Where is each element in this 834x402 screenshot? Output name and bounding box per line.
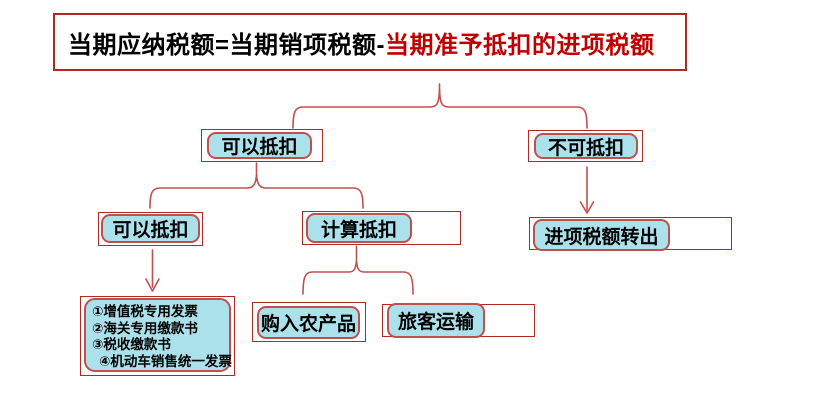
formula-black-text: 当期应纳税额=当期销项税额- (68, 31, 386, 59)
node-input-tax-transfer-out: 进项税额转出 (533, 219, 670, 251)
invoice-list-item-3: ③税收缴款书 (92, 337, 171, 352)
node-input-tax-transfer-out-label: 进项税额转出 (544, 226, 659, 248)
node-non-deductible-label: 不可抵扣 (547, 137, 624, 159)
non-deductible-frame (528, 130, 643, 162)
node-calculated-deduction: 计算抵扣 (306, 213, 412, 243)
node-invoice-list: ①增值税专用发票 ②海关专用缴款书 ③税收缴款书 ④机动车销售统一发票 (84, 298, 232, 372)
node-calculated-deduction-label: 计算抵扣 (320, 219, 397, 241)
formula-title-box: 当期应纳税额=当期销项税额-当期准予抵扣的进项税额 (53, 13, 687, 71)
node-agricultural-purchase: 购入农产品 (257, 306, 360, 339)
invoice-list-frame (80, 296, 235, 376)
deductible-top-frame (201, 129, 323, 162)
invoice-list-item-2: ②海关专用缴款书 (92, 320, 198, 336)
node-passenger-transport: 旅客运输 (387, 303, 485, 338)
node-deductible-direct: 可以抵扣 (101, 214, 200, 243)
node-deductible-top: 可以抵扣 (207, 132, 312, 159)
deductible-direct-frame (98, 212, 203, 246)
node-agricultural-purchase-label: 购入农产品 (260, 314, 356, 335)
invoice-list-item-4: ④机动车销售统一发票 (99, 353, 232, 369)
node-non-deductible: 不可抵扣 (534, 133, 638, 159)
node-passenger-transport-label: 旅客运输 (397, 312, 474, 333)
calculated-deduction-frame (302, 211, 461, 245)
node-deductible-direct-label: 可以抵扣 (112, 220, 189, 241)
node-deductible-top-label: 可以抵扣 (221, 137, 298, 158)
formula-red-text: 当期准予抵扣的进项税额 (385, 31, 655, 59)
agricultural-purchase-frame (252, 302, 366, 342)
invoice-list-item-1: ①增值税专用发票 (92, 304, 198, 319)
